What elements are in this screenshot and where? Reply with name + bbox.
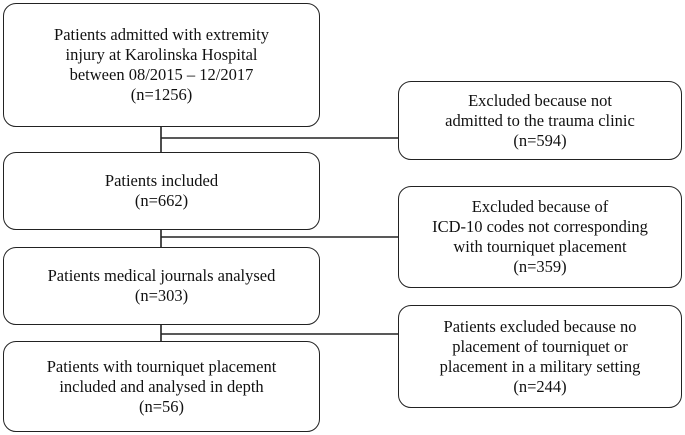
box-count: (n=1256): [130, 85, 193, 104]
box-patients-admitted: Patients admitted with extremity injury …: [3, 3, 320, 127]
box-excluded-military-setting: Patients excluded because no placement o…: [398, 305, 682, 408]
box-patients-included: Patients included (n=662): [3, 152, 320, 230]
box-text-line: Patients included: [104, 171, 219, 190]
box-count: (n=244): [513, 376, 567, 396]
box-count: (n=594): [513, 130, 567, 150]
box-count: (n=56): [138, 396, 185, 416]
box-text-line: Patients excluded because no: [443, 316, 637, 336]
box-text-line: with tourniquet placement: [453, 237, 627, 256]
box-text-line: Excluded because not: [468, 90, 612, 110]
box-count: (n=359): [513, 257, 567, 276]
box-text-line: placement of tourniquet or: [452, 336, 628, 356]
box-text-line: Patients medical journals analysed: [47, 266, 276, 285]
box-text-line: between 08/2015 – 12/2017: [69, 65, 254, 84]
box-journals-analysed: Patients medical journals analysed (n=30…: [3, 247, 320, 325]
box-text-line: placement in a military setting: [439, 356, 641, 376]
box-tourniquet-placement: Patients with tourniquet placement inclu…: [3, 341, 320, 432]
box-text-line: injury at Karolinska Hospital: [65, 45, 258, 64]
box-text-line: Excluded because of: [471, 197, 609, 216]
box-count: (n=303): [134, 286, 189, 305]
box-text-line: admitted to the trauma clinic: [445, 110, 635, 130]
box-text-line: Patients admitted with extremity: [54, 25, 269, 44]
box-text-line: included and analysed in depth: [59, 376, 264, 396]
box-excluded-icd-codes: Excluded because of ICD-10 codes not cor…: [398, 186, 682, 288]
box-text-line: Patients with tourniquet placement: [46, 356, 277, 376]
box-count: (n=662): [134, 191, 189, 210]
box-text-line: ICD-10 codes not corresponding: [432, 217, 648, 236]
box-excluded-trauma-clinic: Excluded because not admitted to the tra…: [398, 81, 682, 160]
